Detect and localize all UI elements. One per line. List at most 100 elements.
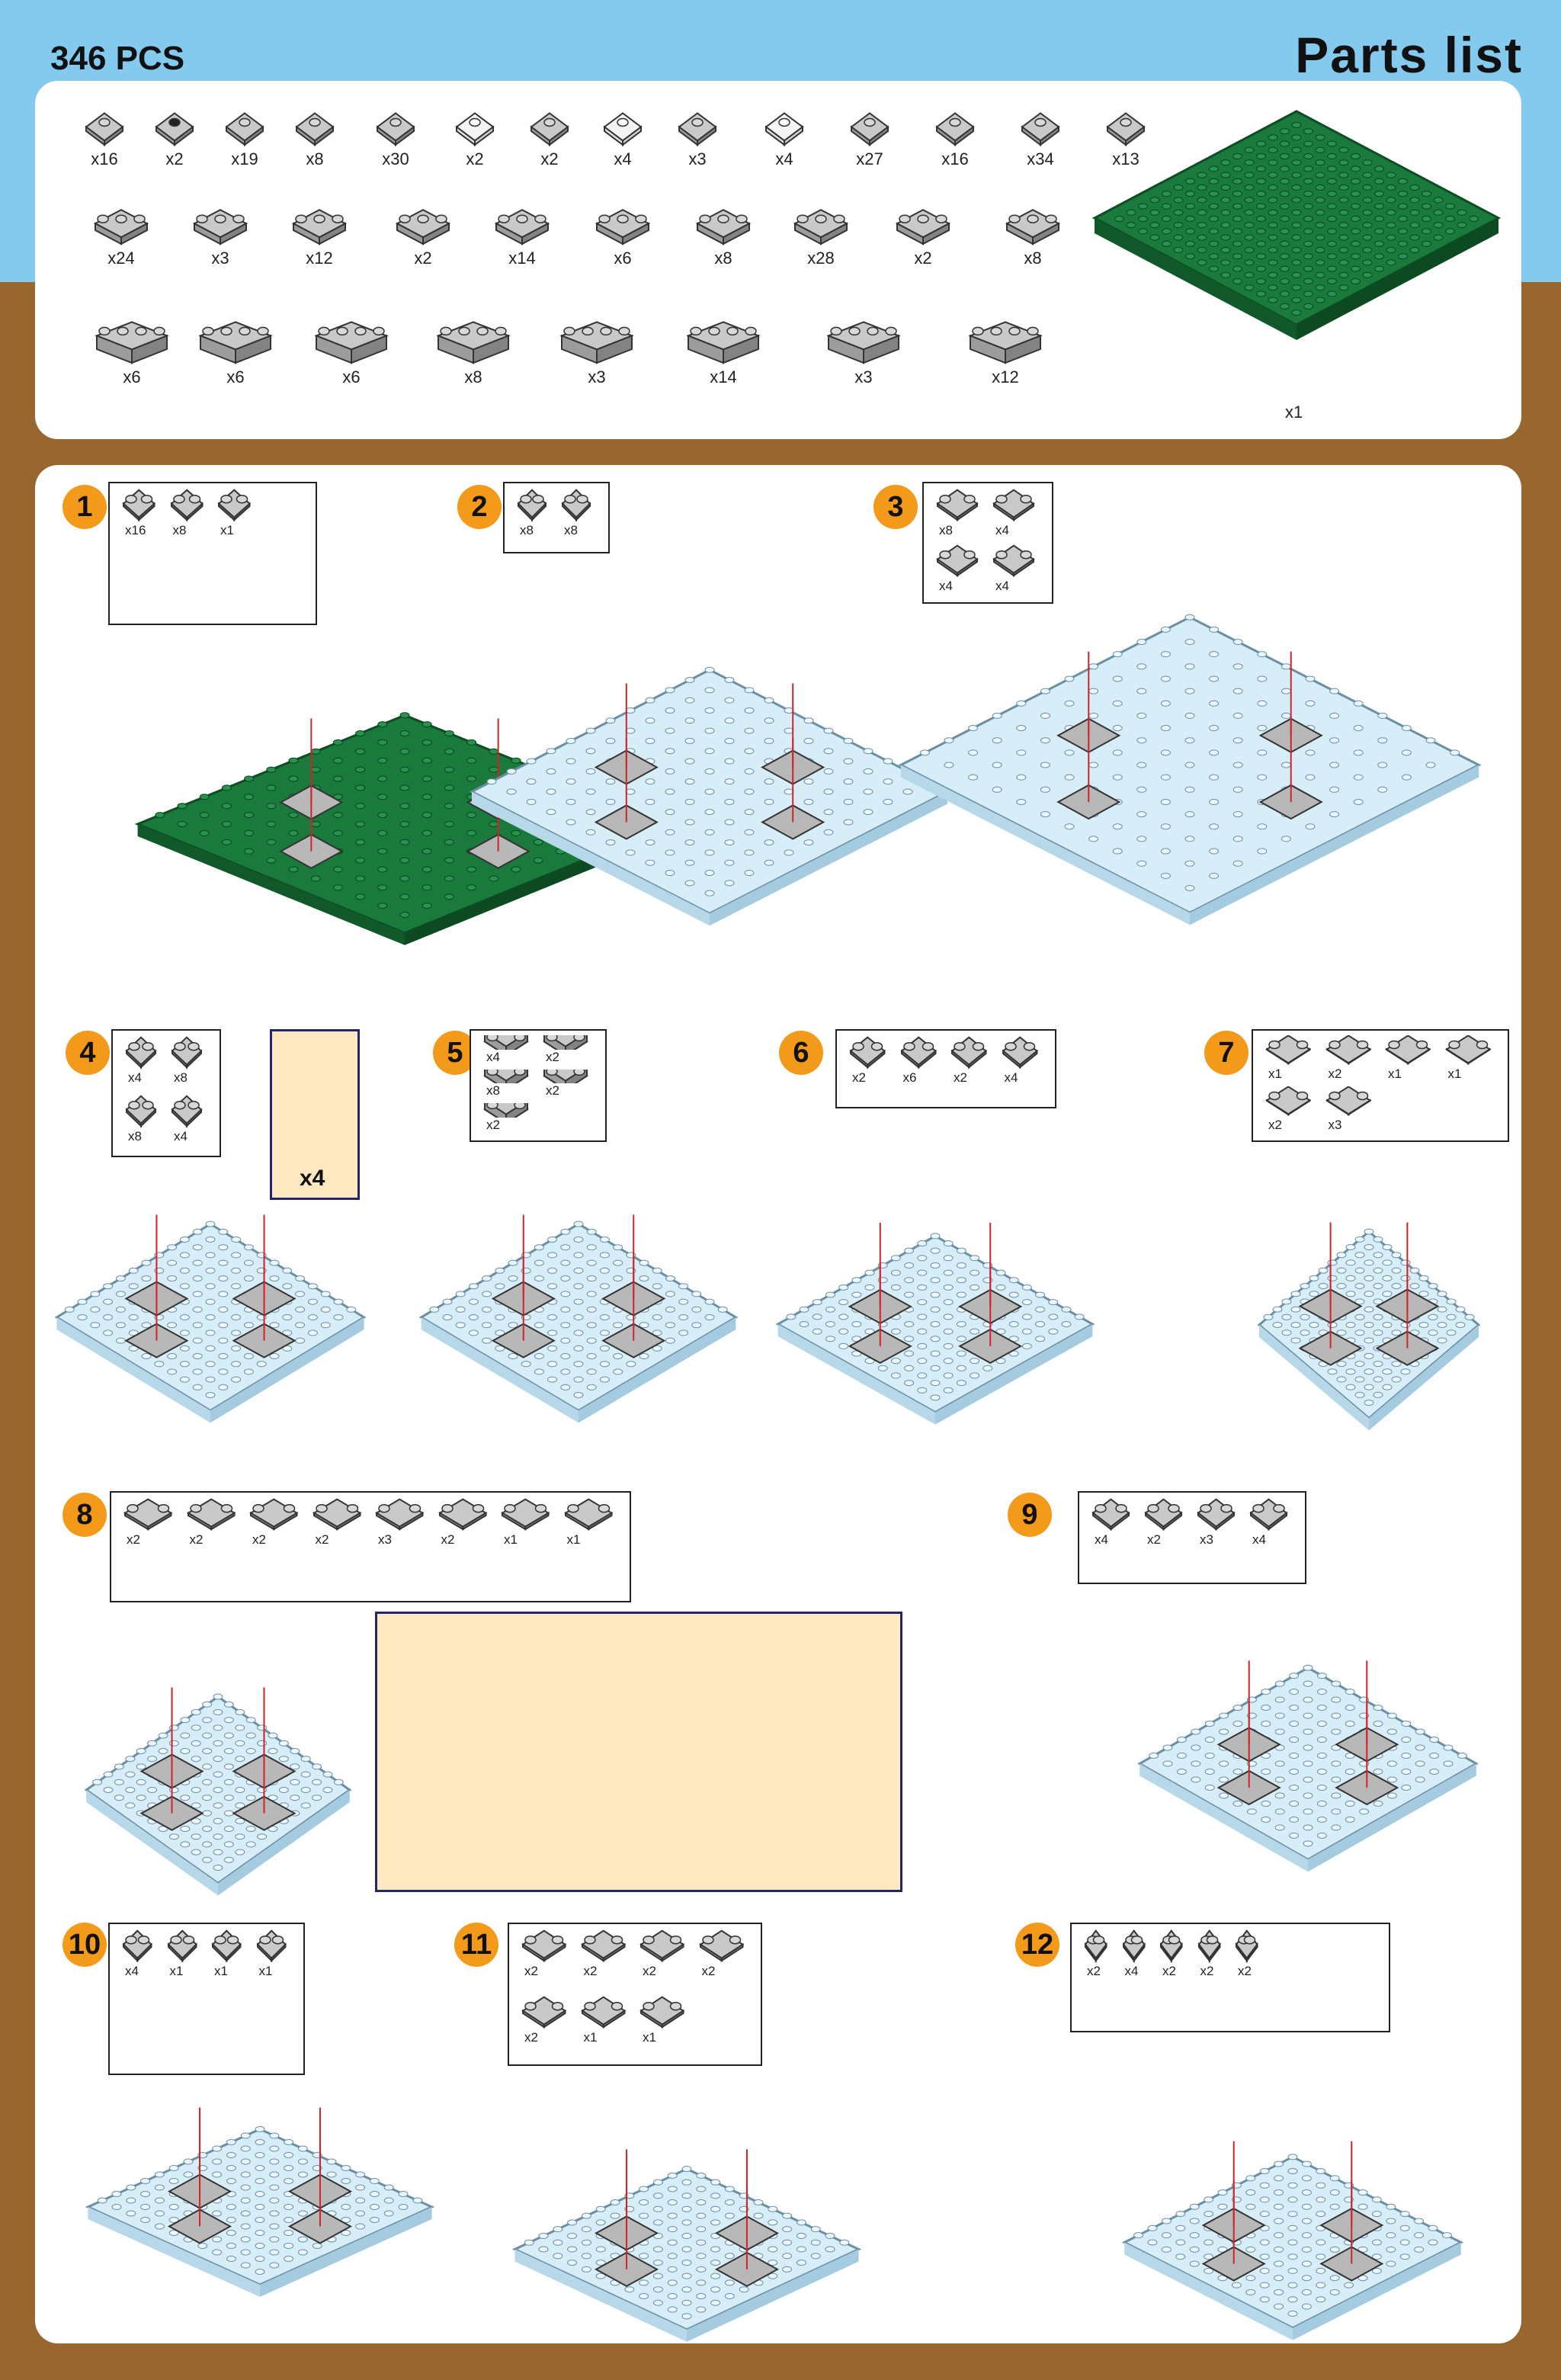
assembly-illustration <box>898 614 1482 925</box>
step-part-icon <box>122 489 156 522</box>
parts-list-item: x2 <box>517 110 582 169</box>
parts-list-item: x4 <box>590 110 655 169</box>
brick-2x2-icon <box>291 209 348 245</box>
plate-1x6-icon <box>559 321 634 364</box>
step-part-icon <box>123 1498 173 1531</box>
step-part-count: x3 <box>378 1532 392 1547</box>
step-part-icon <box>256 1929 287 1963</box>
step-number-badge: 9 <box>1008 1493 1052 1537</box>
step-part-count: x8 <box>174 1070 188 1085</box>
plate-2x8-icon <box>968 321 1043 364</box>
step-part-count: x1 <box>1268 1067 1282 1081</box>
part-count: x13 <box>1112 149 1139 168</box>
brick-1x1-icon <box>1106 112 1146 146</box>
step-part-icon <box>169 489 204 522</box>
step-part-count: x2 <box>1200 1964 1214 1978</box>
step-part-count: x2 <box>852 1070 866 1085</box>
step-part-icon <box>1122 1929 1146 1963</box>
plate-1x4-icon <box>1005 209 1061 245</box>
step-part-icon <box>1325 1086 1371 1116</box>
part-count: x4 <box>775 149 793 168</box>
part-count: x6 <box>123 367 141 387</box>
step-part-icon <box>698 1929 744 1962</box>
parts-list-item: x24 <box>81 204 162 268</box>
step-part-icon <box>992 489 1035 521</box>
step-part-icon <box>249 1498 299 1531</box>
step-number-badge: 4 <box>66 1031 110 1075</box>
part-count: x8 <box>306 149 324 168</box>
step-part-count: x4 <box>174 1129 188 1143</box>
parts-list-item: x6 <box>302 311 401 387</box>
step-part-icon <box>899 1036 937 1070</box>
parts-list-item: x6 <box>582 204 663 268</box>
part-count: x34 <box>1027 149 1054 168</box>
part-count: x3 <box>854 367 873 387</box>
parts-list-item: x28 <box>780 204 861 268</box>
step-part-icon <box>992 544 1035 577</box>
step-part-count: x1 <box>258 1964 273 1978</box>
step-part-count: x4 <box>1124 1964 1139 1978</box>
step-part-count: x2 <box>252 1532 266 1547</box>
step-number-badge: 12 <box>1015 1923 1059 1967</box>
step-part-count: x1 <box>169 1964 184 1978</box>
step-part-count: x2 <box>127 1532 140 1547</box>
plate-2x2-corner-icon <box>93 209 149 245</box>
step-part-count: x6 <box>902 1070 917 1085</box>
step-part-icon <box>483 1103 529 1118</box>
step-part-icon <box>580 1996 626 2029</box>
step-part-count: x2 <box>1162 1964 1176 1978</box>
step-part-count: x4 <box>128 1070 142 1085</box>
parts-list-item: x30 <box>363 110 428 169</box>
step-part-icon <box>563 1498 613 1531</box>
step-part-count: x1 <box>220 523 234 537</box>
step-part-count: x2 <box>583 1964 598 1978</box>
baseplate-count: x1 <box>1285 403 1303 422</box>
step-part-count: x3 <box>1328 1118 1342 1132</box>
parts-list-item: x6 <box>186 311 285 387</box>
parts-list-item: x12 <box>956 311 1055 387</box>
part-count: x14 <box>508 249 536 268</box>
part-count: x16 <box>941 149 969 168</box>
parts-list-item: x4 <box>752 110 817 169</box>
detail-callout <box>375 1612 902 1892</box>
parts-list-item: x3 <box>665 110 730 169</box>
slope-2x1-icon <box>935 112 975 146</box>
step-part-icon <box>483 1069 529 1084</box>
slope-1x2-icon <box>376 112 415 146</box>
part-count: x2 <box>466 149 484 168</box>
step-part-icon <box>936 489 979 521</box>
part-count: x16 <box>91 149 118 168</box>
step-part-icon <box>211 1929 242 1963</box>
step-part-icon <box>1249 1498 1288 1532</box>
part-count: x2 <box>540 149 559 168</box>
parts-list-item: x12 <box>279 204 360 268</box>
step-part-icon <box>521 1996 567 2029</box>
plate-1x3-icon <box>494 209 550 245</box>
step-part-count: x1 <box>1447 1067 1462 1081</box>
assembly-illustration <box>1137 1660 1479 1872</box>
step-part-count: x2 <box>1087 1964 1101 1978</box>
part-count: x2 <box>914 249 932 268</box>
step-number-badge: 6 <box>779 1031 823 1075</box>
part-count: x12 <box>306 249 333 268</box>
assembly-illustration <box>418 1214 739 1423</box>
assembly-illustration <box>1257 1222 1481 1431</box>
step-part-icon <box>122 1929 152 1963</box>
part-count: x2 <box>414 249 432 268</box>
step-part-icon <box>171 1095 203 1128</box>
part-count: x8 <box>1024 249 1042 268</box>
step-part-count: x4 <box>995 579 1009 593</box>
part-count: x19 <box>231 149 258 168</box>
step-part-count: x4 <box>995 523 1009 537</box>
part-count: x3 <box>588 367 606 387</box>
brick-1x1-round-icon <box>85 112 124 146</box>
parts-list-item: x16 <box>922 110 988 169</box>
parts-list-item: x16 <box>72 110 137 169</box>
step-part-count: x8 <box>172 523 187 537</box>
step-part-icon <box>375 1498 425 1531</box>
